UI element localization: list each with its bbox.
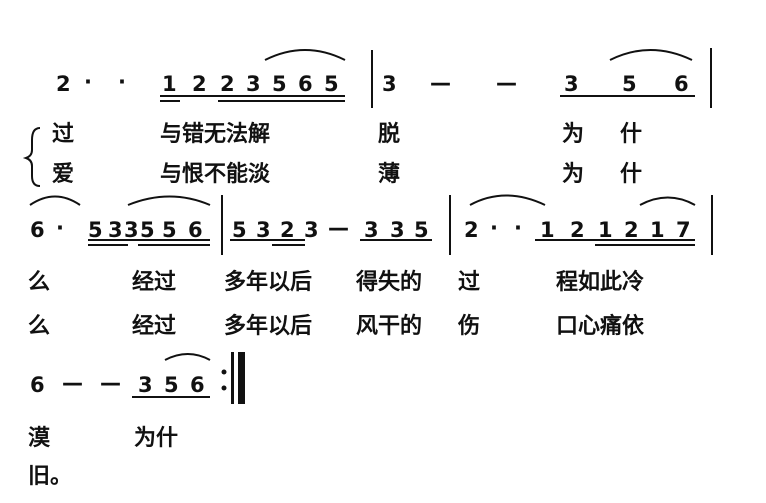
note: 5 bbox=[272, 72, 287, 96]
lyric: 薄 bbox=[378, 162, 401, 187]
note: 5 bbox=[324, 72, 339, 96]
augmentation-dot: · bbox=[118, 70, 126, 94]
note: 6 bbox=[674, 72, 689, 96]
dash: — bbox=[496, 71, 517, 95]
lyric: 与恨不能淡 bbox=[160, 162, 271, 187]
note: 6 bbox=[298, 72, 313, 96]
lyric: 风干的 bbox=[356, 314, 423, 339]
repeat-dot bbox=[221, 385, 227, 391]
note: 3 bbox=[390, 218, 405, 242]
lyric: 过 bbox=[458, 270, 481, 295]
dash: — bbox=[430, 71, 451, 95]
dash: — bbox=[328, 216, 349, 240]
note: 3 bbox=[124, 218, 139, 242]
dash: — bbox=[62, 371, 83, 395]
verse-brace bbox=[22, 127, 41, 187]
lyric: 口心痛依 bbox=[556, 314, 645, 339]
augmentation-dot: · bbox=[514, 216, 522, 240]
note: 6 bbox=[188, 218, 203, 242]
final-barline-thick bbox=[238, 352, 245, 404]
lyric: 多年以后 bbox=[224, 270, 313, 295]
lyric: 旧。 bbox=[28, 464, 73, 489]
note: 3 bbox=[246, 72, 261, 96]
augmentation-dot: · bbox=[56, 216, 64, 240]
note: 5 bbox=[622, 72, 637, 96]
note: 5 bbox=[162, 218, 177, 242]
note: 7 bbox=[676, 218, 691, 242]
repeat-dot bbox=[221, 369, 227, 375]
note: 2 bbox=[464, 218, 479, 242]
lyric: 为什 bbox=[562, 122, 679, 147]
slur bbox=[264, 49, 346, 61]
augmentation-dot: · bbox=[84, 70, 92, 94]
lyric: 漠 bbox=[28, 426, 51, 451]
note: 2 bbox=[56, 72, 71, 96]
note: 2 bbox=[192, 72, 207, 96]
lyric: 过 bbox=[52, 122, 75, 147]
augmentation-dot: · bbox=[490, 216, 498, 240]
note: 1 bbox=[540, 218, 555, 242]
lyric: 与错无法解 bbox=[160, 122, 271, 147]
note: 2 bbox=[220, 72, 235, 96]
final-barline-thin bbox=[231, 352, 234, 404]
lyric: 脱 bbox=[378, 122, 401, 147]
slur bbox=[29, 195, 81, 206]
note: 5 bbox=[88, 218, 103, 242]
note: 1 bbox=[162, 72, 177, 96]
slur bbox=[609, 49, 693, 61]
note: 3 bbox=[138, 373, 153, 397]
note: 5 bbox=[232, 218, 247, 242]
note: 6 bbox=[30, 218, 45, 242]
note: 6 bbox=[30, 373, 45, 397]
lyric: 得失的 bbox=[356, 270, 423, 295]
slur bbox=[127, 195, 211, 206]
note: 3 bbox=[108, 218, 123, 242]
note: 5 bbox=[140, 218, 155, 242]
note: 3 bbox=[382, 72, 397, 96]
lyric: 么 bbox=[28, 314, 51, 339]
note: 1 bbox=[650, 218, 665, 242]
slur bbox=[639, 196, 696, 206]
note: 3 bbox=[364, 218, 379, 242]
note: 2 bbox=[280, 218, 295, 242]
note: 1 bbox=[598, 218, 613, 242]
note: 2 bbox=[570, 218, 585, 242]
lyric: 爱 bbox=[52, 162, 75, 187]
slur bbox=[164, 353, 211, 361]
lyric: 多年以后 bbox=[224, 314, 313, 339]
lyric: 经过 bbox=[132, 270, 177, 295]
note: 3 bbox=[304, 218, 319, 242]
note: 5 bbox=[164, 373, 179, 397]
lyric: 为什 bbox=[562, 162, 679, 187]
note: 6 bbox=[190, 373, 205, 397]
lyric: 为什 bbox=[134, 426, 179, 451]
dash: — bbox=[100, 371, 121, 395]
note: 5 bbox=[414, 218, 429, 242]
lyric: 经过 bbox=[132, 314, 177, 339]
lyric: 么 bbox=[28, 270, 51, 295]
lyric: 伤 bbox=[458, 314, 481, 339]
slur bbox=[469, 194, 546, 206]
note: 3 bbox=[564, 72, 579, 96]
note: 2 bbox=[624, 218, 639, 242]
lyric: 程如此冷 bbox=[556, 270, 645, 295]
note: 3 bbox=[256, 218, 271, 242]
